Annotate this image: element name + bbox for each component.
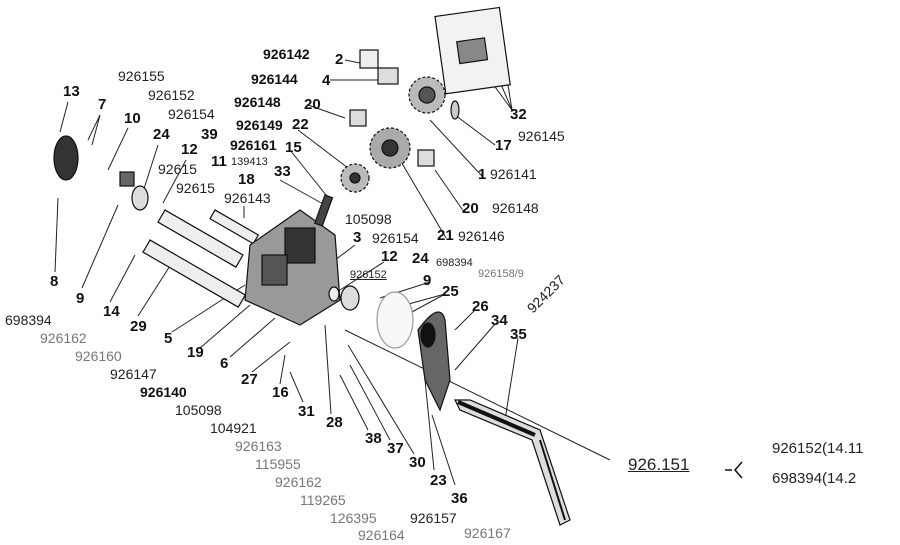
part-number: 926145 — [518, 128, 565, 144]
callout: 26 — [472, 298, 489, 315]
callout: 12 — [181, 141, 198, 158]
callout: 24 — [153, 126, 170, 143]
callout: 14 — [103, 303, 120, 320]
part-number: 926154 — [168, 106, 215, 122]
callout: 38 — [365, 430, 382, 447]
callout: 39 — [201, 126, 218, 143]
part-number: 926148 — [234, 94, 281, 110]
part-number: 926164 — [358, 527, 405, 543]
callout: 5 — [164, 330, 173, 347]
part-number: 926154 — [372, 230, 419, 246]
callout: 30 — [409, 454, 426, 471]
part-number: 105098 — [345, 211, 392, 227]
callout: 24 — [412, 250, 429, 267]
part-number: 119265 — [300, 492, 346, 508]
callout: 1 — [478, 166, 487, 183]
callout: 22 — [292, 116, 309, 133]
part-number: 698394 — [436, 257, 473, 269]
callout: 9 — [76, 290, 85, 307]
part-number: 92615 — [176, 180, 215, 196]
callout: 29 — [130, 318, 147, 335]
callout: 25 — [442, 283, 459, 300]
part-number: 698394 — [5, 312, 52, 328]
part-number: 926141 — [490, 166, 537, 182]
part-number: 926158/9 — [478, 268, 524, 280]
callout: 21 — [437, 227, 454, 244]
callout: 20 — [462, 200, 479, 217]
part-number: 926146 — [458, 228, 505, 244]
part-number: 926157 — [410, 510, 457, 526]
callout: 33 — [274, 163, 291, 180]
callout: 11 — [211, 153, 227, 170]
callout: 9 — [423, 272, 432, 289]
part-number: 926167 — [464, 525, 511, 541]
callout: 12 — [381, 248, 398, 265]
callout: 3 — [353, 229, 362, 246]
part-number: 926148 — [492, 200, 539, 216]
callout: 4 — [322, 72, 331, 89]
part-number: 926152 — [350, 269, 387, 281]
callout: 32 — [510, 106, 527, 123]
callout: 2 — [335, 51, 344, 68]
part-number: 115955 — [255, 456, 301, 472]
part-number: 926155 — [118, 68, 165, 84]
part-number: 926143 — [224, 190, 271, 206]
part-number: 926161 — [230, 137, 277, 153]
part-number: 926152 — [148, 87, 195, 103]
callout: 6 — [220, 355, 229, 372]
bracket-symbol — [725, 461, 743, 479]
callout: 20 — [304, 96, 321, 113]
callout: 18 — [238, 171, 255, 188]
callout: 13 — [63, 83, 80, 100]
callout: 19 — [187, 344, 204, 361]
part-number: 926162 — [275, 474, 322, 490]
assembly-number: 926.151 — [628, 455, 690, 474]
callout: 36 — [451, 490, 468, 507]
callout: 28 — [326, 414, 343, 431]
assembly-variant: 698394(14.2 — [772, 470, 857, 487]
callout: 34 — [491, 312, 508, 329]
callout: 17 — [495, 137, 512, 154]
callout: 35 — [510, 326, 527, 343]
callout: 10 — [124, 110, 141, 127]
part-number: 926149 — [236, 117, 283, 133]
callout: 31 — [298, 403, 315, 420]
part-number: 926163 — [235, 438, 282, 454]
callout: 16 — [272, 384, 289, 401]
callout: 27 — [241, 371, 258, 388]
part-number: 105098 — [175, 402, 222, 418]
part-number: 926162 — [40, 330, 87, 346]
part-number: 139413 — [231, 156, 268, 168]
callout: 37 — [387, 440, 404, 457]
part-number: 926144 — [251, 71, 298, 87]
callout: 15 — [285, 139, 302, 156]
assembly-variant: 926152(14.11 — [772, 440, 864, 457]
callout: 7 — [98, 96, 107, 113]
part-number: 926140 — [140, 384, 187, 400]
part-number: 926160 — [75, 348, 122, 364]
part-number: 92615 — [158, 161, 197, 177]
callout: 23 — [430, 472, 447, 489]
callout: 8 — [50, 273, 59, 290]
part-number: 926147 — [110, 366, 157, 382]
part-number: 926142 — [263, 46, 310, 62]
part-number: 126395 — [330, 510, 377, 526]
part-number: 104921 — [210, 420, 257, 436]
